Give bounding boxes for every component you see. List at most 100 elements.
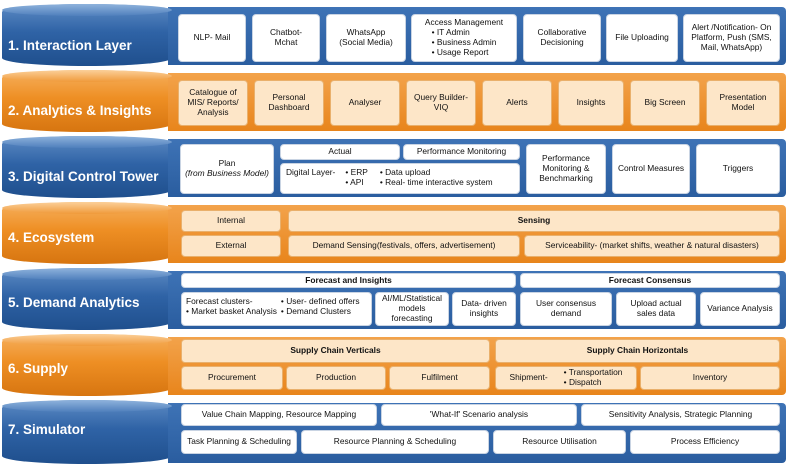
box-text: WhatsApp: [346, 27, 386, 38]
box-text: Forecast and Insights: [305, 274, 392, 285]
forecast-clusters-box: Forecast clusters- Market basket Analysi…: [181, 292, 372, 326]
layer-interaction: 1. Interaction Layer NLP- Mail Chatbot- …: [0, 4, 792, 66]
insights-box: Insights: [558, 80, 624, 126]
cylinder-top: [2, 136, 172, 148]
process-efficiency-box: Process Efficiency: [630, 430, 780, 454]
layer-supply: 6. Supply Supply Chain Verticals Supply …: [0, 334, 792, 396]
forecast-consensus-header: Forecast Consensus: [520, 273, 780, 288]
cylinder-top: [2, 70, 172, 82]
box-text: Supply Chain Horizontals: [586, 345, 689, 356]
box-title: Forecast clusters-: [186, 296, 253, 306]
personal-dashboard-box: Personal Dashboard: [254, 80, 324, 126]
supply-verticals-header: Supply Chain Verticals: [181, 339, 490, 363]
control-measures-box: Control Measures: [612, 144, 690, 194]
upload-sales-box: Upload actual sales data: [616, 292, 696, 326]
list-item: User- defined offers: [281, 296, 359, 307]
box-text: Catalogue of: [189, 87, 237, 98]
fulfilment-box: Fulfilment: [389, 366, 490, 390]
box-text: Data- driven: [461, 298, 507, 309]
list-item: Real- time interactive system: [380, 177, 493, 188]
box-text: Resource Utilisation: [522, 436, 597, 447]
box-text: Dashboard: [268, 102, 310, 112]
list-item: IT Admin: [432, 27, 497, 38]
box-text: Sensing: [517, 215, 551, 226]
box-title: Shipment-: [509, 372, 548, 383]
supply-horizontals-header: Supply Chain Horizontals: [495, 339, 780, 363]
list-item: Dispatch: [564, 377, 623, 388]
box-text: Analysis: [197, 106, 229, 117]
box-text: Performance: [542, 153, 590, 164]
box-text: MIS/ Reports/: [187, 97, 239, 108]
presentation-model-box: Presentation Model: [706, 80, 780, 126]
user-list: User- defined offers Demand Clusters: [281, 296, 360, 317]
box-text: Sensitivity Analysis, Strategic Planning: [608, 409, 753, 420]
actual-box: Actual: [280, 144, 400, 160]
cylinder-top: [2, 334, 172, 346]
box-text: Triggers: [722, 163, 754, 174]
box-text: Fulfilment: [421, 372, 458, 383]
box-text: (Social Media): [339, 37, 393, 47]
list-item: Transportation: [564, 367, 623, 378]
query-builder-box: Query Builder- VIQ: [406, 80, 476, 126]
box-text: Alerts: [506, 97, 528, 108]
box-text: Mchat: [274, 37, 298, 47]
what-if-box: 'What-If' Scenario analysis: [381, 404, 577, 426]
box-text: Platform, Push (SMS,: [691, 32, 772, 43]
box-text: Alert /Notification- On: [691, 22, 772, 33]
cylinder-top: [2, 400, 172, 412]
box-text: demand: [550, 308, 582, 318]
demand-sensing-box: Demand Sensing(festivals, offers, advert…: [288, 235, 520, 257]
list-item: Business Admin: [432, 37, 497, 48]
shipment-box: Shipment- Transportation Dispatch: [495, 366, 637, 390]
box-text: sales data: [636, 308, 676, 318]
inventory-box: Inventory: [640, 366, 780, 390]
box-text: Forecast Consensus: [608, 274, 692, 285]
layer-demand-analytics: 5. Demand Analytics Forecast and Insight…: [0, 268, 792, 330]
box-text: Inventory: [692, 372, 728, 383]
layer-control-tower: 3. Digital Control Tower Plan (from Busi…: [0, 136, 792, 198]
shipment-row: Shipment- Transportation Dispatch: [509, 367, 623, 388]
forecast-insights-header: Forecast and Insights: [181, 273, 516, 288]
list-item: API: [345, 177, 368, 188]
procurement-box: Procurement: [181, 366, 283, 390]
box-text: Value Chain Mapping, Resource Mapping: [201, 409, 357, 420]
production-box: Production: [286, 366, 386, 390]
performance-monitoring-box: Performance Monitoring: [403, 144, 520, 160]
clusters-col: Forecast clusters- Market basket Analysi…: [186, 296, 277, 317]
box-text: Resource Planning & Scheduling: [333, 436, 457, 447]
box-text: Plan: [218, 158, 236, 169]
box-text: Procurement: [208, 372, 256, 383]
list-item: Demand Clusters: [281, 306, 360, 317]
catalogue-box: Catalogue of MIS/ Reports/ Analysis: [178, 80, 248, 126]
file-uploading-box: File Uploading: [606, 14, 678, 62]
task-planning-box: Task Planning & Scheduling: [181, 430, 297, 454]
big-screen-box: Big Screen: [630, 80, 700, 126]
box-text: Decisioning: [540, 37, 584, 47]
box-text: Process Efficiency: [670, 436, 740, 447]
layer-label: 6. Supply: [8, 361, 69, 376]
box-text: NLP- Mail: [193, 32, 231, 43]
list-item: Data upload: [380, 167, 493, 178]
box-text: 'What-If' Scenario analysis: [429, 409, 529, 420]
cylinder-top: [2, 4, 172, 16]
box-title: Digital Layer-: [286, 167, 336, 177]
box-text: Insights: [576, 97, 606, 108]
box-text: Model: [731, 102, 755, 112]
layer-simulator: 7. Simulator Value Chain Mapping, Resour…: [0, 400, 792, 464]
box-text: Task Planning & Scheduling: [187, 436, 291, 447]
access-management-box: Access Management IT Admin Business Admi…: [411, 14, 517, 62]
layer-label: 1. Interaction Layer: [8, 38, 132, 53]
box-text: Variance Analysis: [707, 303, 773, 314]
box-text: Big Screen: [644, 97, 686, 108]
clusters-list: Market basket Analysis: [186, 306, 277, 317]
alerts-box: Alerts: [482, 80, 552, 126]
data-driven-box: Data- driven insights: [452, 292, 516, 326]
whatsapp-box: WhatsApp (Social Media): [326, 14, 406, 62]
digital-list-b: Data upload Real- time interactive syste…: [380, 167, 493, 188]
box-text: Upload actual: [630, 298, 682, 309]
clusters-row: Forecast clusters- Market basket Analysi…: [186, 296, 360, 317]
box-text: Personal: [272, 92, 306, 103]
box-text: User consensus: [535, 298, 597, 309]
box-subtext: (from Business Model): [185, 168, 269, 178]
box-text: Analyser: [348, 97, 382, 108]
